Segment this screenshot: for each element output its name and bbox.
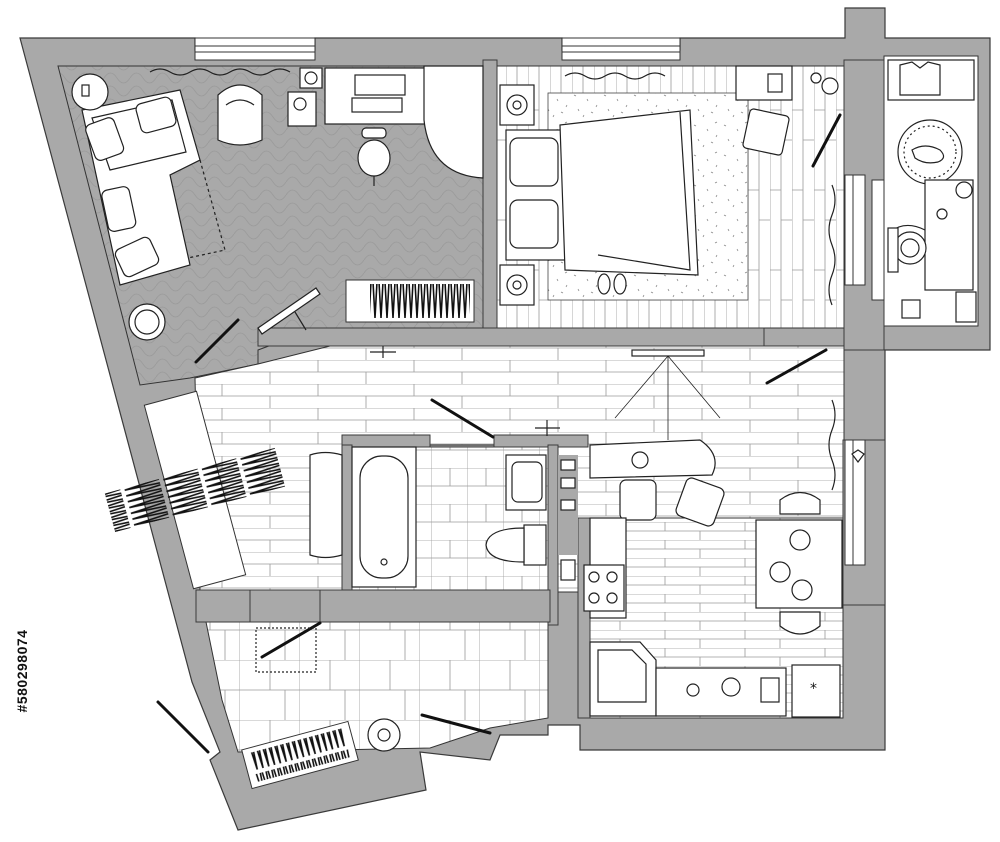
stock-id-label: #580298074 <box>4 600 40 742</box>
bookshelf-icon <box>901 291 977 323</box>
window-icon <box>194 37 316 61</box>
window-icon <box>844 174 866 286</box>
plant-icon <box>631 451 649 469</box>
dining-table-icon <box>755 519 843 609</box>
lamp-icon <box>535 420 560 436</box>
chair-icon <box>619 479 657 521</box>
door-swing-icon <box>260 621 322 659</box>
window-icon <box>561 37 681 61</box>
entry-floor <box>205 621 549 753</box>
pouf-icon <box>367 718 401 752</box>
radiators <box>104 279 475 790</box>
side-table-icon <box>71 73 109 111</box>
plant-icon <box>299 67 323 89</box>
chair-icon <box>779 611 821 635</box>
curtain-icon <box>828 184 836 306</box>
lamp-icon <box>370 346 396 358</box>
stove-icon <box>583 564 625 612</box>
shirt-icon <box>887 59 975 101</box>
chair-icon <box>779 491 821 515</box>
console-table-icon <box>309 451 343 559</box>
door-swing-icon <box>811 113 842 168</box>
shelf-icon <box>558 455 578 581</box>
nightstand-icon <box>499 264 535 306</box>
study-furniture <box>887 59 977 323</box>
lamp-icon <box>810 72 839 95</box>
armchair-icon <box>217 84 263 146</box>
radiator-icon <box>104 390 286 590</box>
windows <box>194 37 885 566</box>
door-swing-icon <box>430 398 495 439</box>
projection-lines <box>614 355 721 440</box>
door-swing-icon <box>194 318 240 364</box>
door-swing-icon <box>420 713 492 735</box>
chair-icon <box>675 477 725 527</box>
pouf-icon <box>128 303 166 341</box>
bathtub-icon <box>351 446 417 588</box>
stock-id-text: #580298074 <box>14 629 30 713</box>
wave-curtain <box>149 68 291 76</box>
tv-icon <box>631 349 705 357</box>
person-at-desk-icon <box>889 224 927 265</box>
sofa-icon <box>81 89 226 286</box>
bedroom-furniture <box>499 65 839 306</box>
bathroom-fixtures <box>351 446 578 588</box>
bed-icon <box>505 109 699 276</box>
kitchen-furniture: * <box>583 439 865 718</box>
hallway-furniture <box>309 346 836 559</box>
radiator-icon <box>345 279 475 323</box>
curtain-icon <box>828 399 836 491</box>
plant-icon <box>936 181 973 220</box>
sink-icon <box>505 454 547 511</box>
wardrobe-icon <box>423 65 484 179</box>
tv-icon <box>257 287 321 335</box>
chair-icon <box>887 227 899 273</box>
lamp-icon <box>287 91 317 127</box>
dresser-icon <box>735 65 793 101</box>
wave-curtain <box>564 72 666 80</box>
window-icon <box>844 439 866 566</box>
slippers-icon <box>597 273 627 295</box>
fridge-icon: * <box>791 664 841 718</box>
toilet-icon <box>485 524 547 566</box>
doors <box>156 113 842 754</box>
cat-icon <box>911 145 945 164</box>
window-icon <box>871 179 885 301</box>
office-chair-icon <box>357 127 391 186</box>
living-room-furniture <box>71 65 484 341</box>
pillow-icon <box>509 199 559 249</box>
door-swing-icon <box>765 348 828 385</box>
svg-text:*: * <box>810 681 817 697</box>
doormat-icon <box>255 627 317 673</box>
door-swing-icon <box>156 700 210 754</box>
pillow-icon <box>509 137 559 187</box>
nightstand-icon <box>499 84 535 126</box>
radiator-icon <box>241 720 359 790</box>
plant-icon <box>851 449 865 463</box>
phone-icon <box>81 84 90 97</box>
entry-furniture <box>255 627 401 752</box>
kitchen-island-icon <box>589 439 716 479</box>
bench-icon <box>742 108 790 156</box>
